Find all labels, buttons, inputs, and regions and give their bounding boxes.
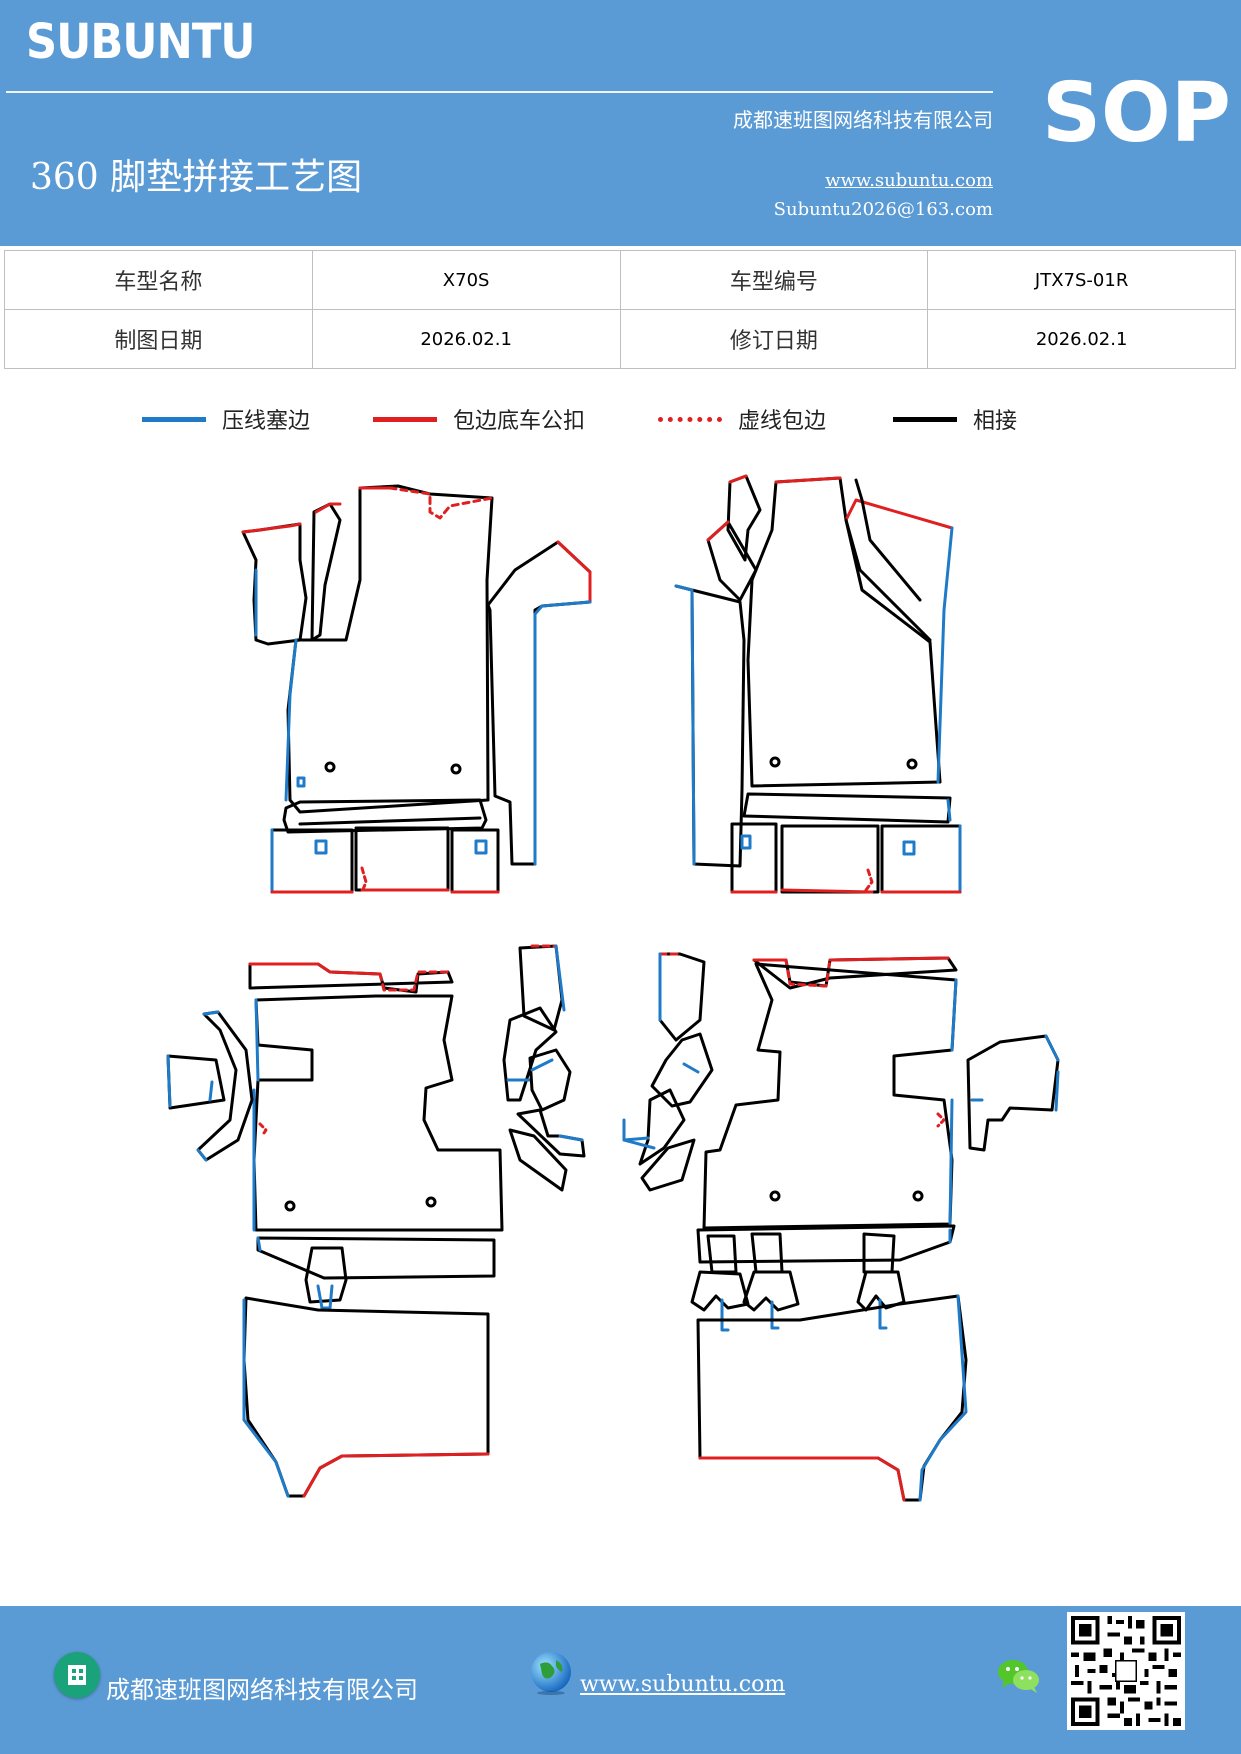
vehicle-info-table: 车型名称 X70S 车型编号 JTX7S-01R 制图日期 2026.02.1 … (4, 250, 1236, 369)
header-website-link[interactable]: www.subuntu.com (825, 170, 993, 191)
model-code-value: JTX7S-01R (927, 250, 1236, 310)
legend-swatch-blue (142, 416, 206, 422)
footer-website-link[interactable]: www.subuntu.com (580, 1672, 786, 1697)
brand-logo: SUBUNTU (26, 14, 255, 70)
mat-front-right (674, 474, 962, 894)
legend-swatch-red-dotted (658, 416, 722, 422)
header-banner: SUBUNTU 成都速班图网络科技有限公司 360 脚垫拼接工艺图 www.su… (0, 0, 1241, 246)
page-title: 360 脚垫拼接工艺图 (30, 157, 363, 198)
header-company: 成都速班图网络科技有限公司 (733, 108, 993, 132)
model-code-label: 车型编号 (619, 250, 929, 310)
qr-code[interactable] (1067, 1612, 1185, 1730)
globe-icon (528, 1650, 574, 1696)
legend-item-joint: 相接 (893, 402, 1017, 436)
header-email: Subuntu2026@163.com (773, 199, 993, 220)
mat-rear-right (622, 952, 1060, 1502)
footer-company: 成都速班图网络科技有限公司 (106, 1676, 418, 1704)
legend-label: 压线塞边 (222, 409, 311, 434)
sop-badge: SOP (1042, 66, 1231, 161)
revise-date-label: 修订日期 (619, 309, 929, 369)
draw-date-label: 制图日期 (4, 309, 313, 369)
legend-swatch-black (893, 416, 957, 422)
table-row: 制图日期 2026.02.1 修订日期 2026.02.1 (4, 309, 1236, 369)
legend-label: 相接 (973, 409, 1018, 434)
draw-date-value: 2026.02.1 (311, 309, 621, 369)
legend-item-edge-buckle: 包边底车公扣 (373, 402, 585, 436)
mat-rear-left (166, 944, 586, 1498)
table-row: 车型名称 X70S 车型编号 JTX7S-01R (4, 250, 1236, 310)
mat-front-left (241, 484, 592, 894)
legend-label: 包边底车公扣 (453, 409, 586, 434)
legend-item-press-line: 压线塞边 (142, 402, 310, 436)
legend-swatch-red (373, 416, 437, 422)
model-name-label: 车型名称 (4, 250, 313, 310)
building-icon (54, 1652, 100, 1698)
floor-mat-drawing (166, 474, 1060, 1502)
model-name-value: X70S (311, 250, 621, 310)
header-divider (6, 91, 993, 93)
legend-item-dotted-edge: 虚线包边 (658, 402, 826, 436)
revise-date-value: 2026.02.1 (927, 309, 1236, 369)
footer-banner: 成都速班图网络科技有限公司 www.subuntu.com (0, 1606, 1241, 1754)
wechat-icon (996, 1656, 1042, 1696)
legend-label: 虚线包边 (738, 409, 827, 434)
